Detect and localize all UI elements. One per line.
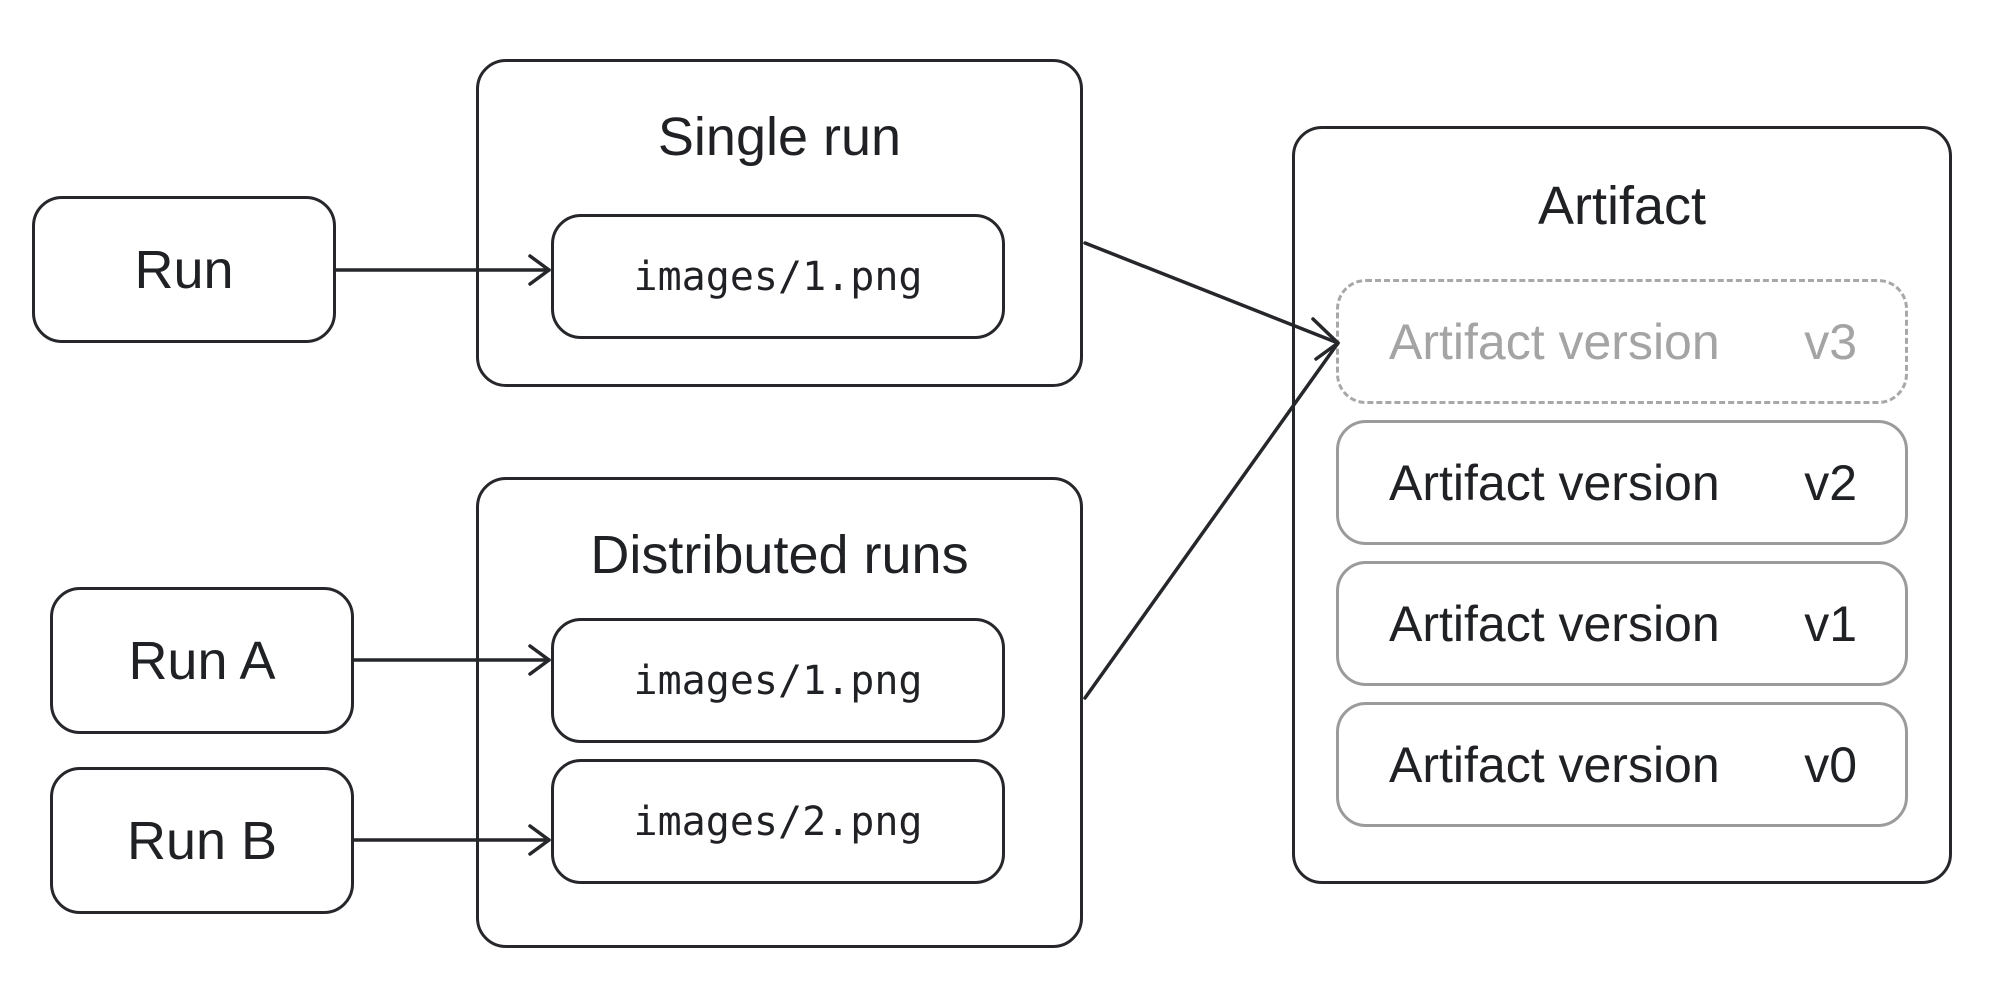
artifact-version-tag: v0 [1804, 736, 1857, 793]
run-b-node-label: Run B [126, 810, 278, 871]
artifact-version-label: Artifact version [1389, 595, 1720, 652]
run-a-node-label: Run A [128, 630, 276, 691]
artifact-version-label: Artifact version [1389, 454, 1720, 511]
artifact-version-tag: v2 [1804, 454, 1857, 511]
distributed-file-1: images/1.png [551, 618, 1005, 743]
artifact-version-label: Artifact version [1389, 313, 1720, 370]
artifact-version-v3: Artifact version v3 [1336, 279, 1908, 404]
artifact-version-v0: Artifact version v0 [1336, 702, 1908, 827]
artifact-version-label: Artifact version [1389, 736, 1720, 793]
run-a-node: Run A [50, 587, 354, 734]
artifact-title: Artifact [1537, 176, 1707, 236]
artifact-version-v1: Artifact version v1 [1336, 561, 1908, 686]
artifact-version-tag: v3 [1804, 313, 1857, 370]
run-b-node: Run B [50, 767, 354, 914]
run-node: Run [32, 196, 336, 343]
single-run-title: Single run [657, 107, 902, 167]
single-run-file: images/1.png [551, 214, 1005, 339]
single-run-file-label: images/1.png [633, 253, 923, 300]
run-node-label: Run [134, 239, 234, 300]
artifact-version-v2: Artifact version v2 [1336, 420, 1908, 545]
distributed-runs-title: Distributed runs [590, 525, 969, 585]
distributed-file-2: images/2.png [551, 759, 1005, 884]
distributed-file-2-label: images/2.png [633, 798, 923, 845]
artifact-version-tag: v1 [1804, 595, 1857, 652]
distributed-file-1-label: images/1.png [633, 657, 923, 704]
